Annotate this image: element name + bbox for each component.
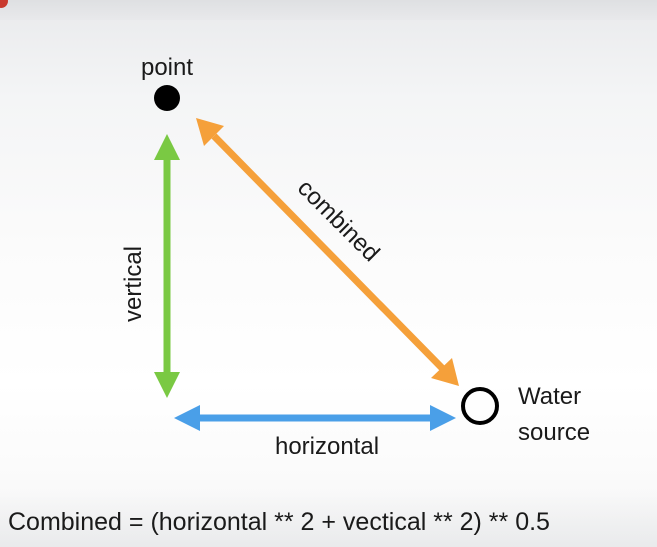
point-label: point xyxy=(141,54,193,81)
water-source-label-line2: source xyxy=(518,419,590,446)
point-dot xyxy=(154,85,180,111)
horizontal-label: horizontal xyxy=(275,433,379,460)
top-band xyxy=(0,0,657,20)
distance-formula: Combined = (horizontal ** 2 + vectical *… xyxy=(8,508,550,536)
bottom-band xyxy=(0,488,657,547)
combined-label: combined xyxy=(292,174,385,267)
vertical-label: vertical xyxy=(120,246,147,322)
corner-mark xyxy=(0,0,8,8)
horizontal-arrow xyxy=(174,405,456,431)
combined-arrow xyxy=(196,118,459,386)
water-source-label-line1: Water xyxy=(518,383,581,410)
water-source-ring xyxy=(461,387,499,425)
vertical-arrow xyxy=(154,134,180,398)
